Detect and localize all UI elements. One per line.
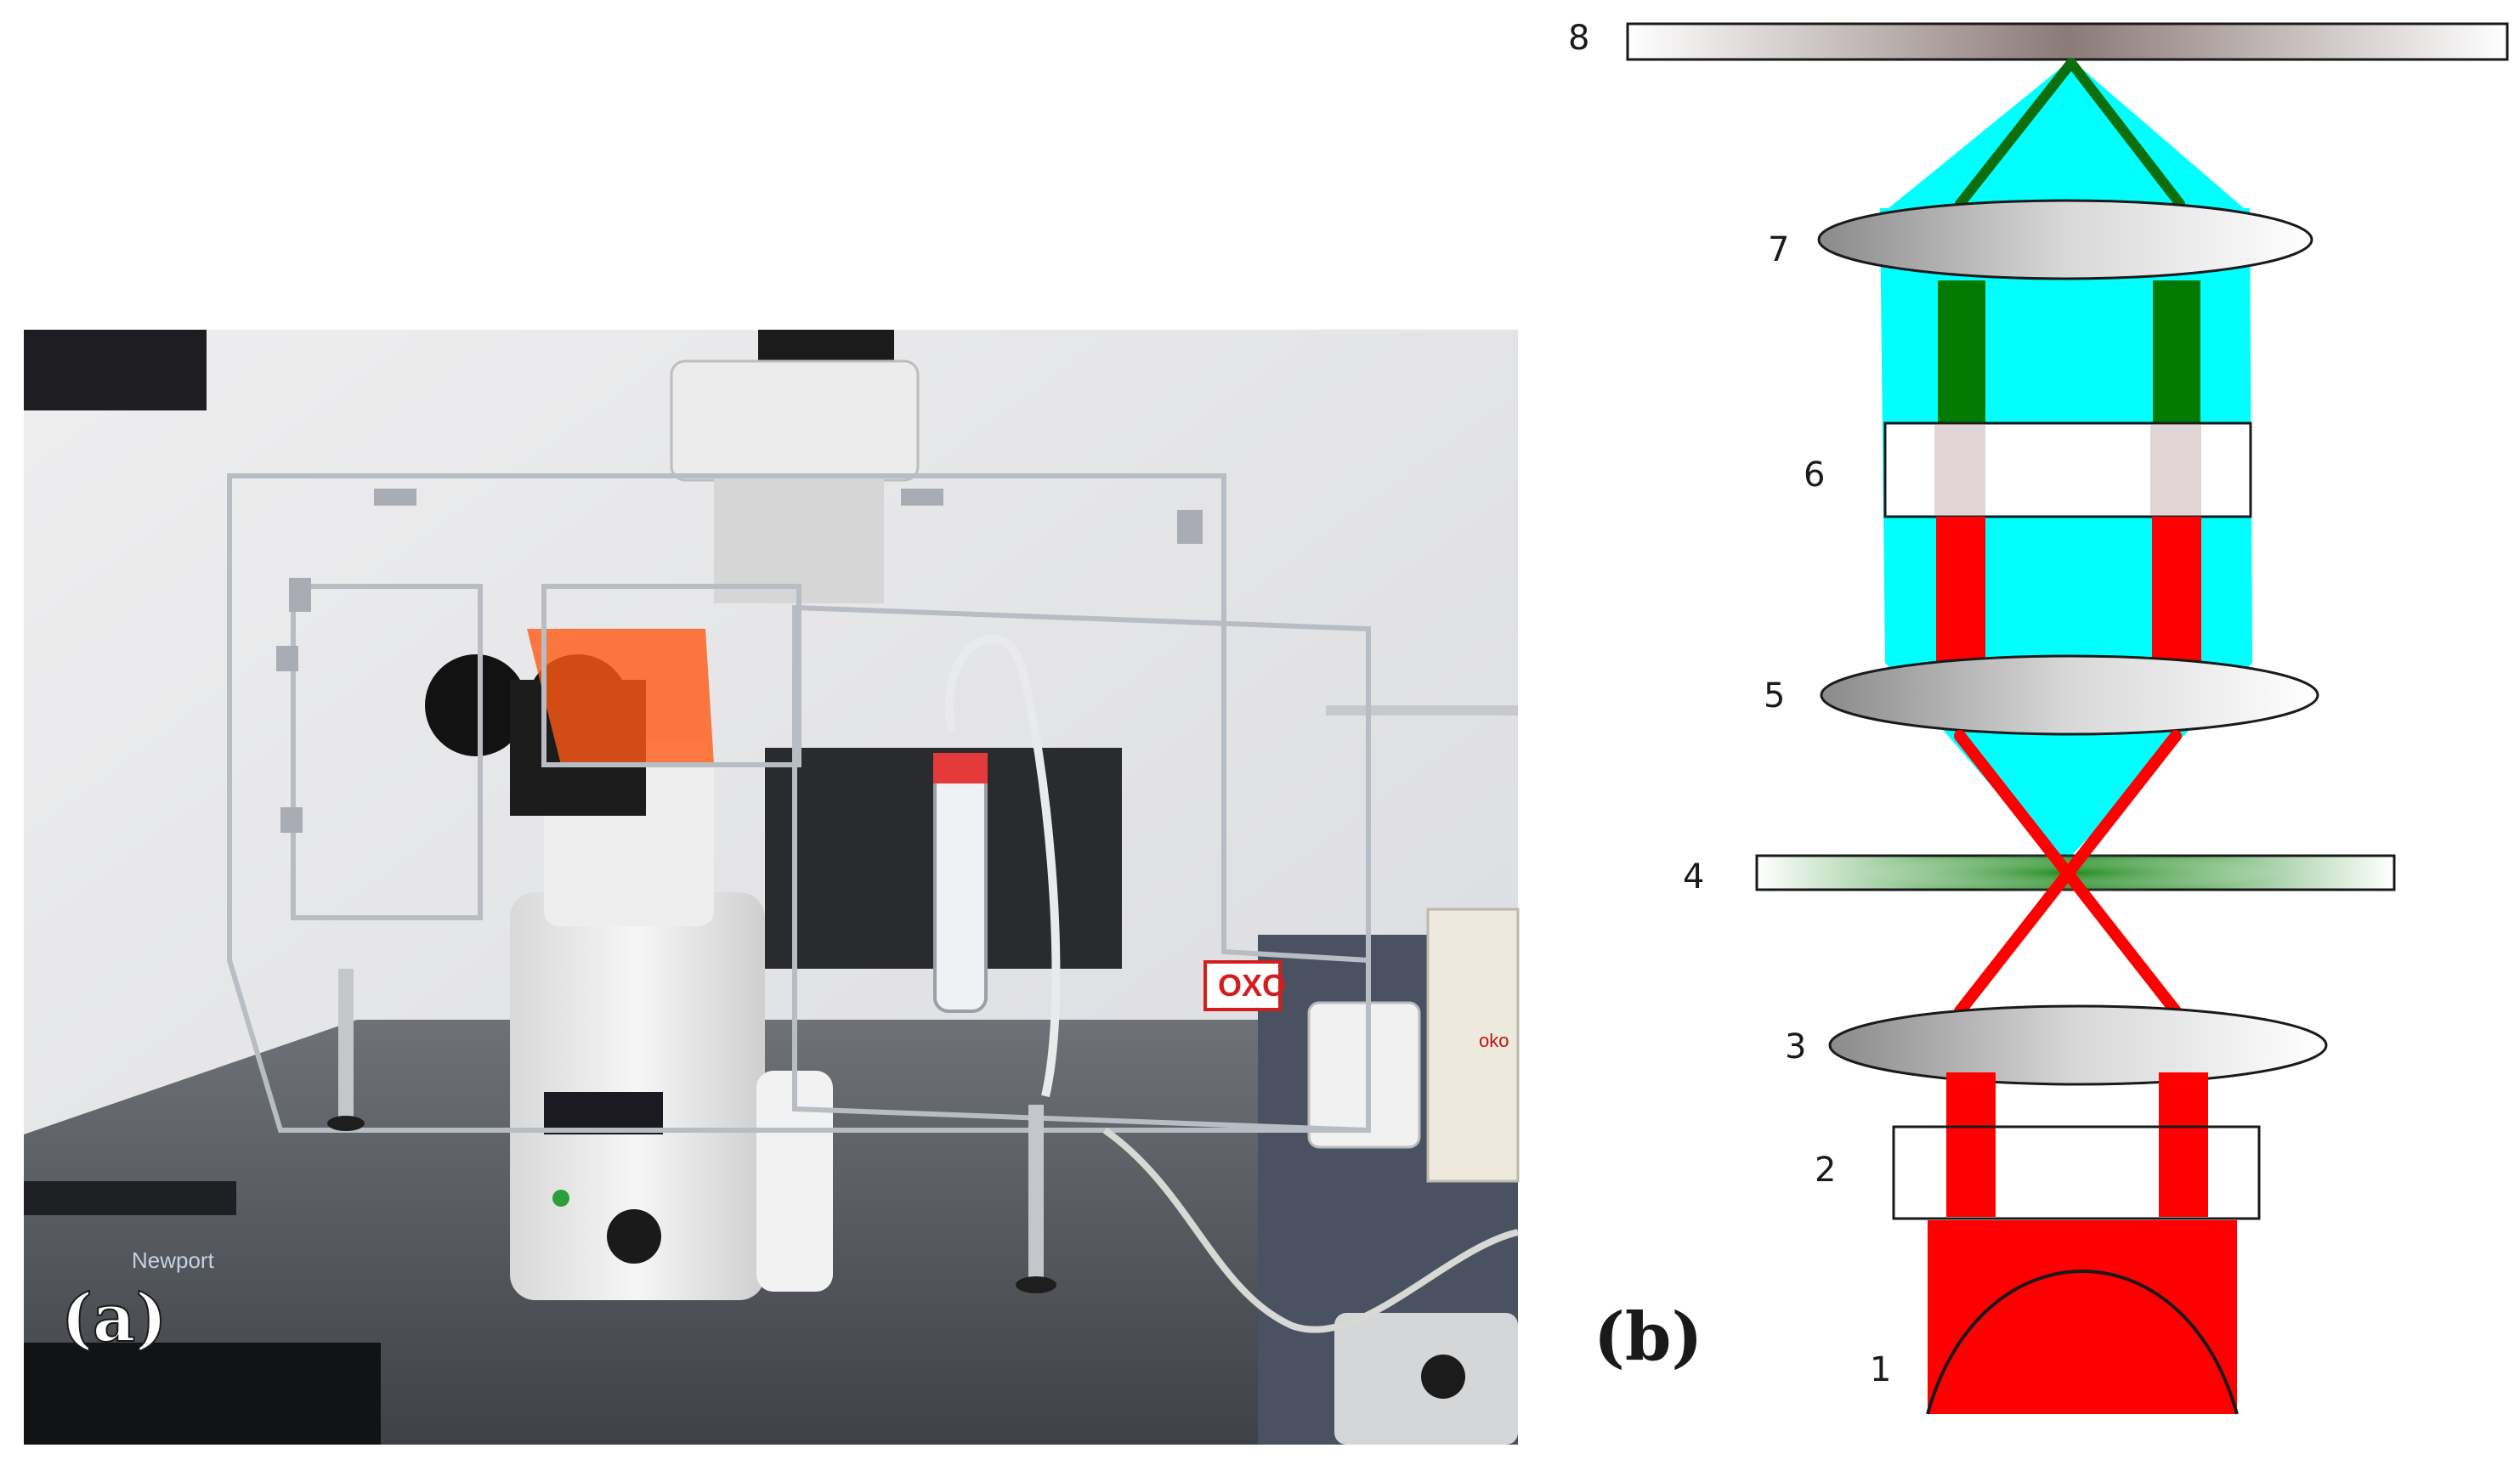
sample-bottle <box>933 763 988 1013</box>
label-8: 8 <box>1568 19 1589 58</box>
label-5: 5 <box>1764 676 1785 716</box>
orange-shield <box>527 629 714 765</box>
component-5-lens <box>1820 654 2319 736</box>
joystick-knob <box>1421 1355 1465 1399</box>
photo-panel: Newport oko <box>24 330 1520 1445</box>
emission-rays-top <box>1955 58 2185 209</box>
label-7: 7 <box>1768 230 1789 269</box>
wall-poster <box>24 330 207 410</box>
eyepiece-left <box>425 654 527 756</box>
source-emission-profile <box>1926 1270 2239 1415</box>
emission-beam-right <box>2153 280 2200 425</box>
component-3-lens <box>1828 1004 2328 1086</box>
label-1: 1 <box>1870 1350 1891 1389</box>
excitation-rays-crossing <box>1954 730 2182 1017</box>
panel-label-a: (a) <box>61 1280 167 1357</box>
table-brand: Newport <box>132 1247 215 1273</box>
panel-label-b: (b) <box>1594 1298 1702 1376</box>
incubation-box <box>227 473 1371 1134</box>
controller-box <box>1426 908 1520 1183</box>
component-8-detector <box>1626 22 2509 61</box>
camera-head <box>670 359 920 482</box>
component-2-element <box>1892 1125 2261 1220</box>
label-4: 4 <box>1683 857 1704 897</box>
emission-beam-left <box>1938 280 1985 425</box>
svg-text:OXO: OXO <box>1218 968 1286 1003</box>
focus-knob <box>607 1209 661 1264</box>
microscope-display <box>544 1092 663 1134</box>
power-strip <box>1307 1001 1421 1149</box>
excitation-beam-right <box>2152 517 2201 661</box>
optical-path-diagram: 8 7 6 5 4 3 2 1 (b) <box>1568 19 2509 1415</box>
excitation-beam-left <box>1936 517 1985 661</box>
label-3: 3 <box>1785 1027 1806 1066</box>
component-7-lens <box>1817 199 2313 280</box>
component-1-source <box>1928 1220 2237 1414</box>
label-6: 6 <box>1804 455 1825 495</box>
label-2: 2 <box>1815 1151 1836 1190</box>
controller-brand: oko <box>1479 1030 1509 1051</box>
